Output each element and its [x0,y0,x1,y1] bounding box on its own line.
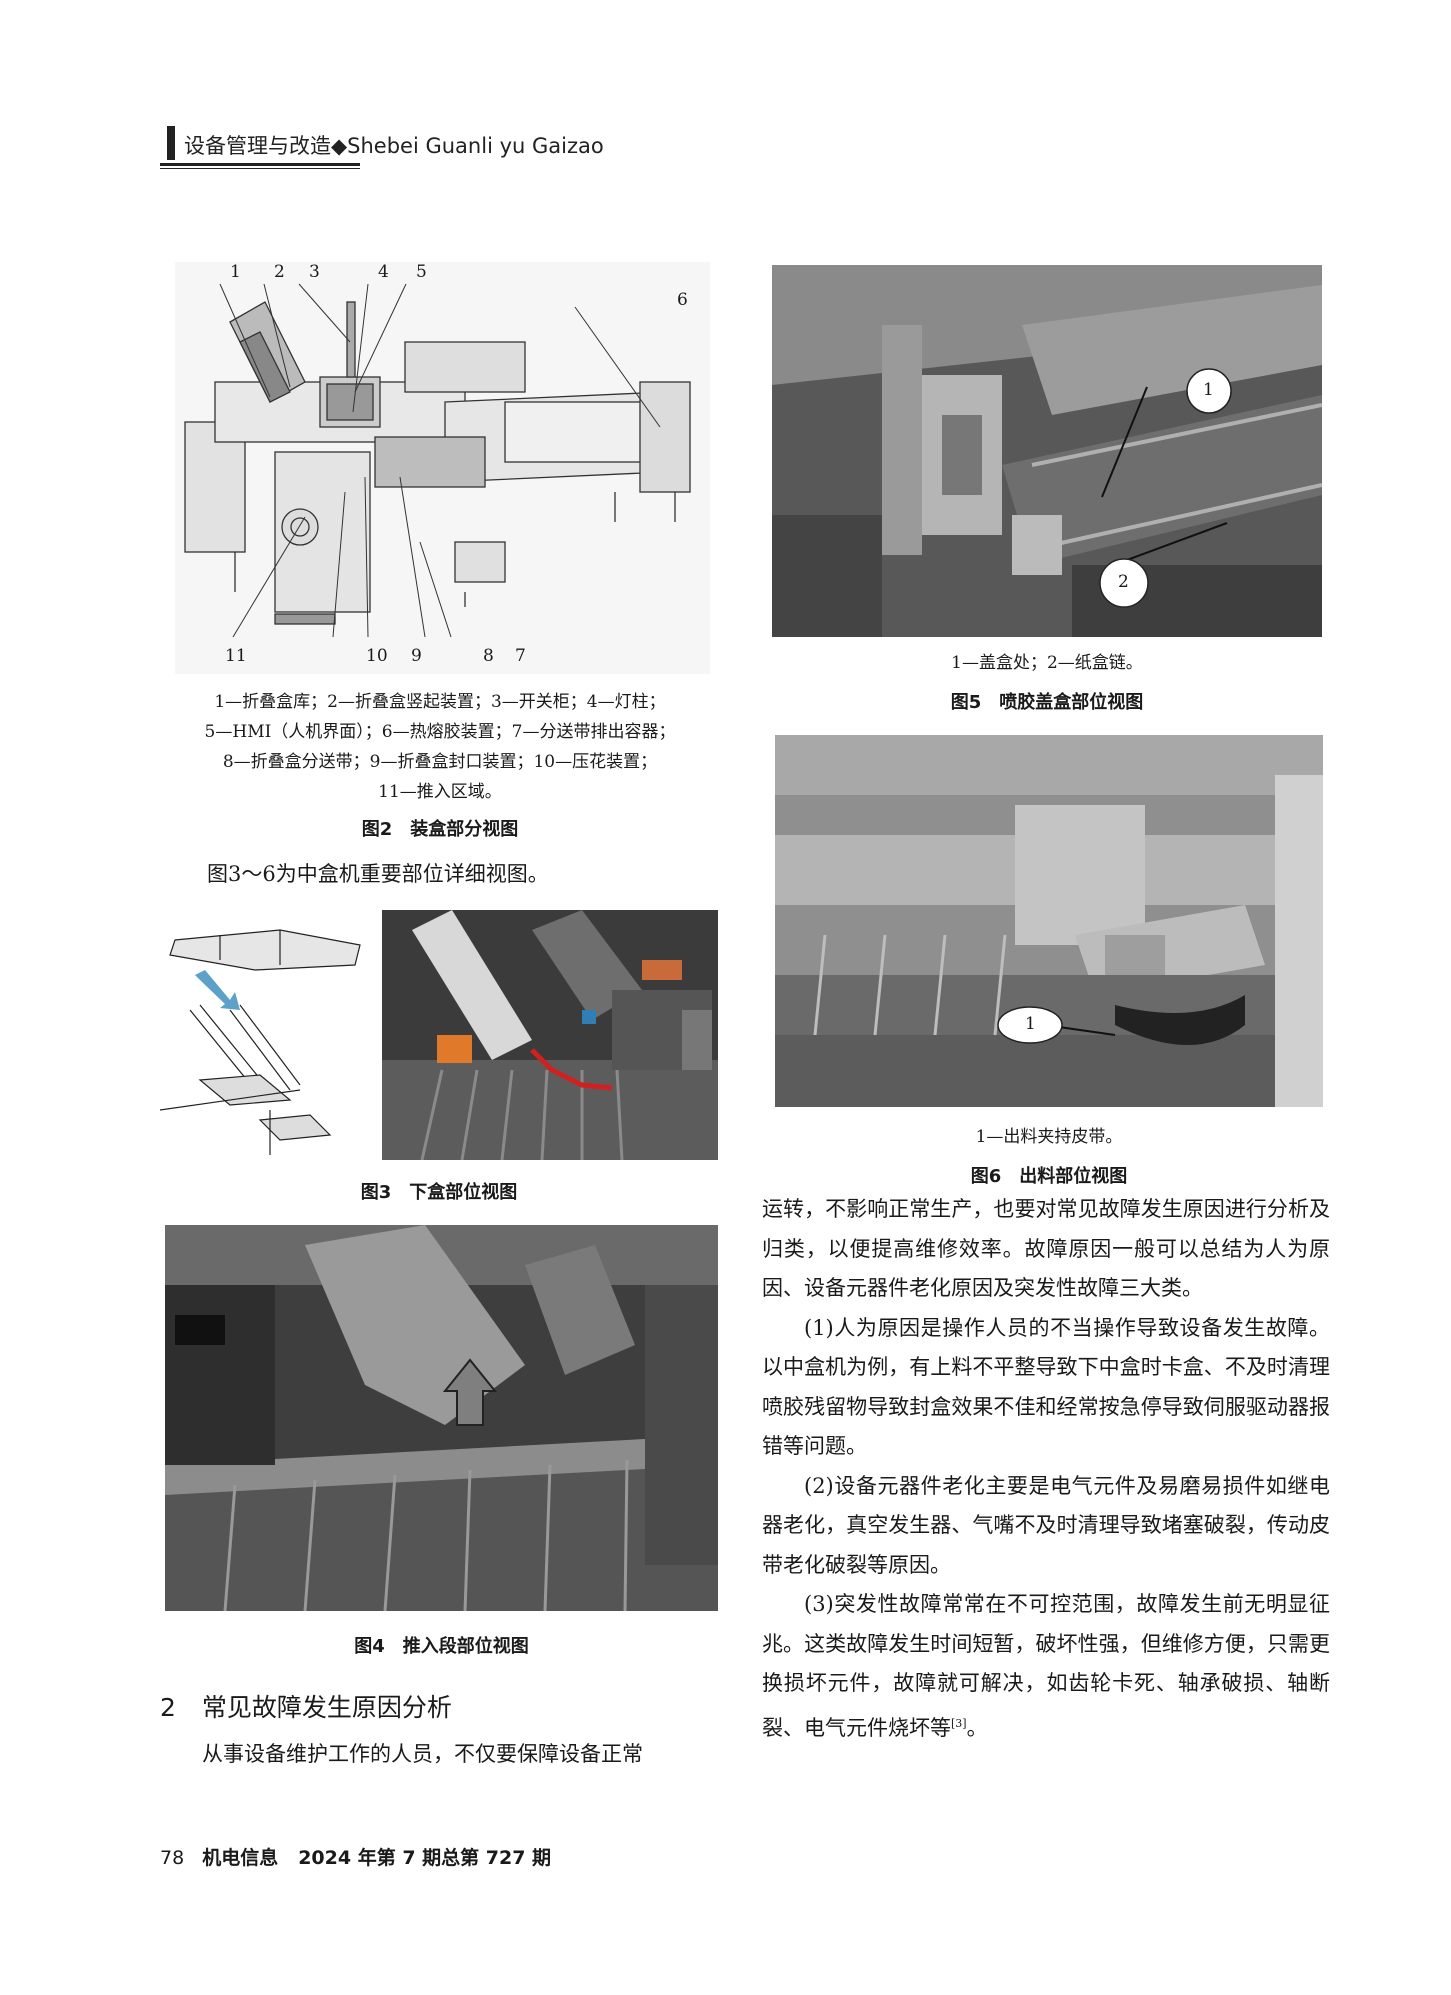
running-header: 设备管理与改造◆Shebei Guanli yu Gaizao [184,130,604,160]
figure5-legend: 1—盖盒处；2—纸盒链。 [951,653,1143,673]
page-number: 78 [160,1847,185,1869]
legend-line: 1—折叠盒库；2—折叠盒竖起装置；3—开关柜；4—灯柱； [214,692,666,712]
figure2-callout: 6 [677,290,688,310]
paragraph-sudden-fault-text: (3)突发性故障常常在不可控范围，故障发生前无明显征兆。这类故障发生时间短暂，破… [762,1592,1330,1740]
figure2-callout: 4 [378,262,389,282]
paragraph-end-mark: 。 [966,1715,988,1740]
legend-line: 5—HMI（人机界面）；6—热熔胶装置；7—分送带排出容器； [204,722,676,742]
section2-left-paragraph: 从事设备维护工作的人员，不仅要保障设备正常 [202,1742,643,1766]
figure4-caption: 图4 推入段部位视图 [354,1636,529,1657]
section-title: 常见故障发生原因分析 [201,1693,452,1722]
issue-info: 2024 年第 7 期总第 727 期 [298,1847,552,1869]
figure6-legend: 1—出料夹持皮带。 [975,1127,1123,1147]
page-footer: 78 机电信息 2024 年第 7 期总第 727 期 [160,1843,551,1870]
figure5-photo [772,265,1322,637]
figure2-callout: 8 [483,646,494,666]
figure2-number-row-top: 1 2 3 4 5 [225,262,475,286]
figure2-drawing [175,262,710,674]
figure5-label-1: 1 [1203,380,1214,400]
figure6-photo [775,735,1323,1107]
header-rule [160,163,360,166]
figure2-callout: 9 [411,646,422,666]
figure2-callout: 2 [274,262,285,282]
paragraph-sudden-fault: (3)突发性故障常常在不可控范围，故障发生前无明显征兆。这类故障发生时间短暂，破… [762,1585,1330,1748]
paragraph-continuation: 运转，不影响正常生产，也要对常见故障发生原因进行分析及归类，以便提高维修效率。故… [762,1197,1330,1300]
figure5-label-2: 2 [1118,572,1129,592]
section-number: 2 [160,1693,176,1722]
intro-line: 图3～6为中盒机重要部位详细视图。 [207,862,549,886]
legend-line: 11—推入区域。 [378,782,502,802]
figure2-legend: 1—折叠盒库；2—折叠盒竖起装置；3—开关柜；4—灯柱； 5—HMI（人机界面）… [165,687,715,807]
diamond-icon: ◆ [331,134,348,158]
right-column-text: 运转，不影响正常生产，也要对常见故障发生原因进行分析及归类，以便提高维修效率。故… [762,1190,1330,1748]
figure2-callout: 7 [515,646,526,666]
figure3-left-drawing [160,910,382,1160]
header-bar [167,126,175,160]
header-rule-thin [160,168,360,169]
figure2-number-row-bottom: 11 10 9 8 7 [225,646,555,670]
figure5-caption: 图5 喷胶盖盒部位视图 [950,692,1144,713]
figure6-caption: 图6 出料部位视图 [970,1166,1128,1187]
figure2-callout: 3 [309,262,320,282]
section-heading: 2 常见故障发生原因分析 [160,1688,452,1724]
reference-mark: [3] [951,1716,967,1730]
legend-line: 8—折叠盒分送带；9—折叠盒封口装置；10—压花装置； [222,752,658,772]
journal-name: 机电信息 [202,1847,279,1869]
header-section: 设备管理与改造 [184,134,331,158]
paragraph-aging-cause: (2)设备元器件老化主要是电气元件及易磨易损件如继电器老化，真空发生器、气嘴不及… [762,1473,1330,1577]
figure2-callout: 1 [230,262,241,282]
figure2-caption: 图2 装盒部分视图 [361,819,519,840]
figure2-callout: 5 [416,262,427,282]
figure2-callout: 10 [366,646,388,666]
figure3-right-photo [382,910,718,1160]
figure6-label-1: 1 [1025,1014,1036,1034]
figure2-callout: 11 [225,646,247,666]
header-pinyin: Shebei Guanli yu Gaizao [347,134,604,158]
paragraph-human-cause: (1)人为原因是操作人员的不当操作导致设备发生故障。以中盒机为例，有上料不平整导… [762,1315,1330,1459]
figure4-photo [165,1225,718,1611]
figure3-caption: 图3 下盒部位视图 [360,1182,518,1203]
